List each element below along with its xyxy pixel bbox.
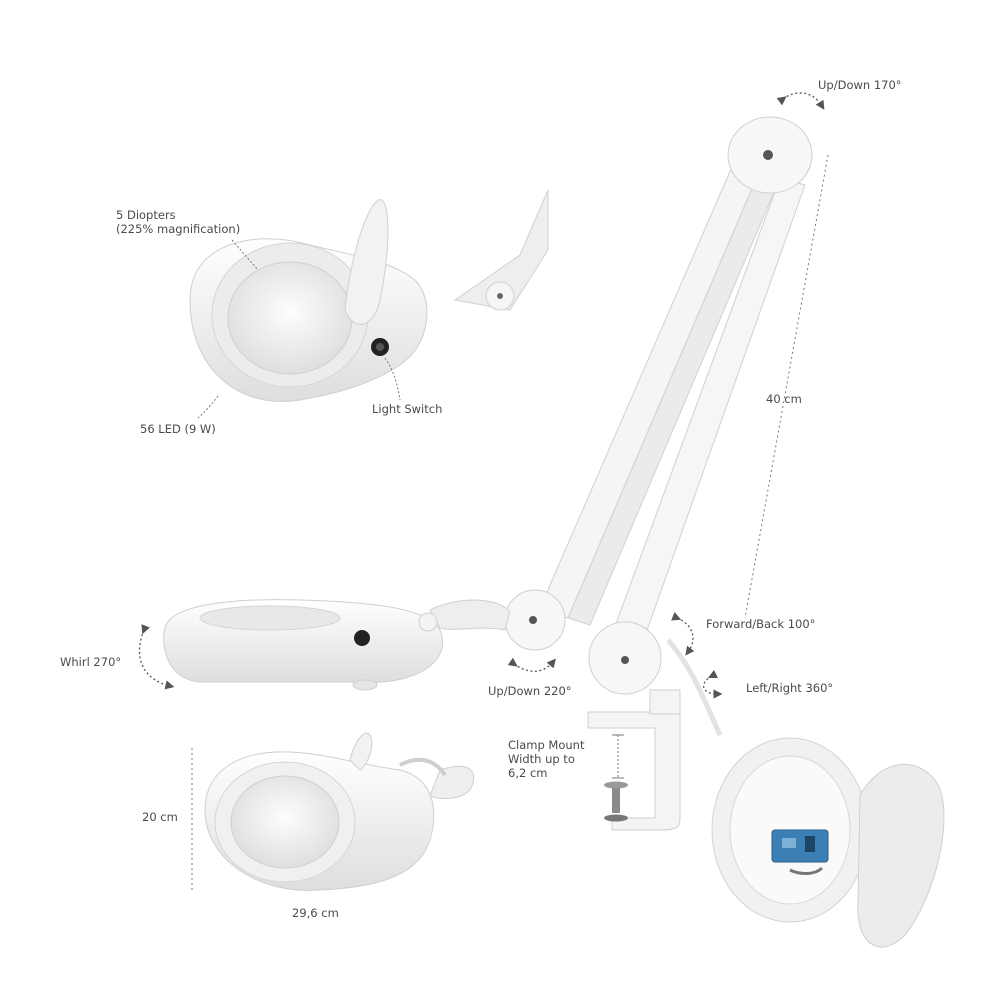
switch-leader [384, 357, 401, 401]
lamp-head-top-view [189, 189, 549, 402]
arrow-forward-back [671, 612, 695, 656]
whirl-label: Whirl 270° [60, 655, 122, 669]
lamp-head-side-view [163, 599, 443, 691]
clamp-line3: 6,2 cm [508, 766, 548, 780]
rotation-arrows [138, 92, 825, 699]
light-switch-label: Light Switch [372, 402, 443, 416]
up-down-220-label: Up/Down 220° [488, 684, 572, 698]
clamp-mount [587, 689, 681, 831]
height-dimension-label: 20 cm [142, 810, 178, 824]
arm-length-dimension [744, 154, 829, 619]
led-label: 56 LED (9 W) [140, 422, 216, 436]
forward-back-label: Forward/Back 100° [706, 617, 816, 631]
up-down-170-label: Up/Down 170° [818, 78, 902, 92]
diopters-line1: 5 Diopters [116, 208, 176, 222]
arrow-up-down-220 [507, 657, 556, 672]
diopter-leader [231, 239, 259, 271]
left-right-label: Left/Right 360° [746, 681, 834, 695]
diopters-line2: (225% magnification) [116, 222, 241, 236]
clamp-line2: Width up to [508, 752, 575, 766]
width-dimension-label: 29,6 cm [292, 906, 339, 920]
arrow-up-down-170 [776, 92, 825, 110]
lamp-head-front-view [191, 732, 475, 891]
arm-length-label: 40 cm [766, 392, 802, 406]
lens-closeup-view [711, 737, 945, 948]
clamp-label: Clamp Mount Width up to 6,2 cm [508, 738, 584, 780]
clamp-line1: Clamp Mount [508, 738, 585, 752]
arrow-whirl [138, 624, 175, 690]
lamp-arm [429, 116, 813, 737]
diopters-label: 5 Diopters (225% magnification) [116, 208, 240, 236]
arrow-left-right [703, 669, 723, 699]
led-leader [197, 395, 219, 419]
